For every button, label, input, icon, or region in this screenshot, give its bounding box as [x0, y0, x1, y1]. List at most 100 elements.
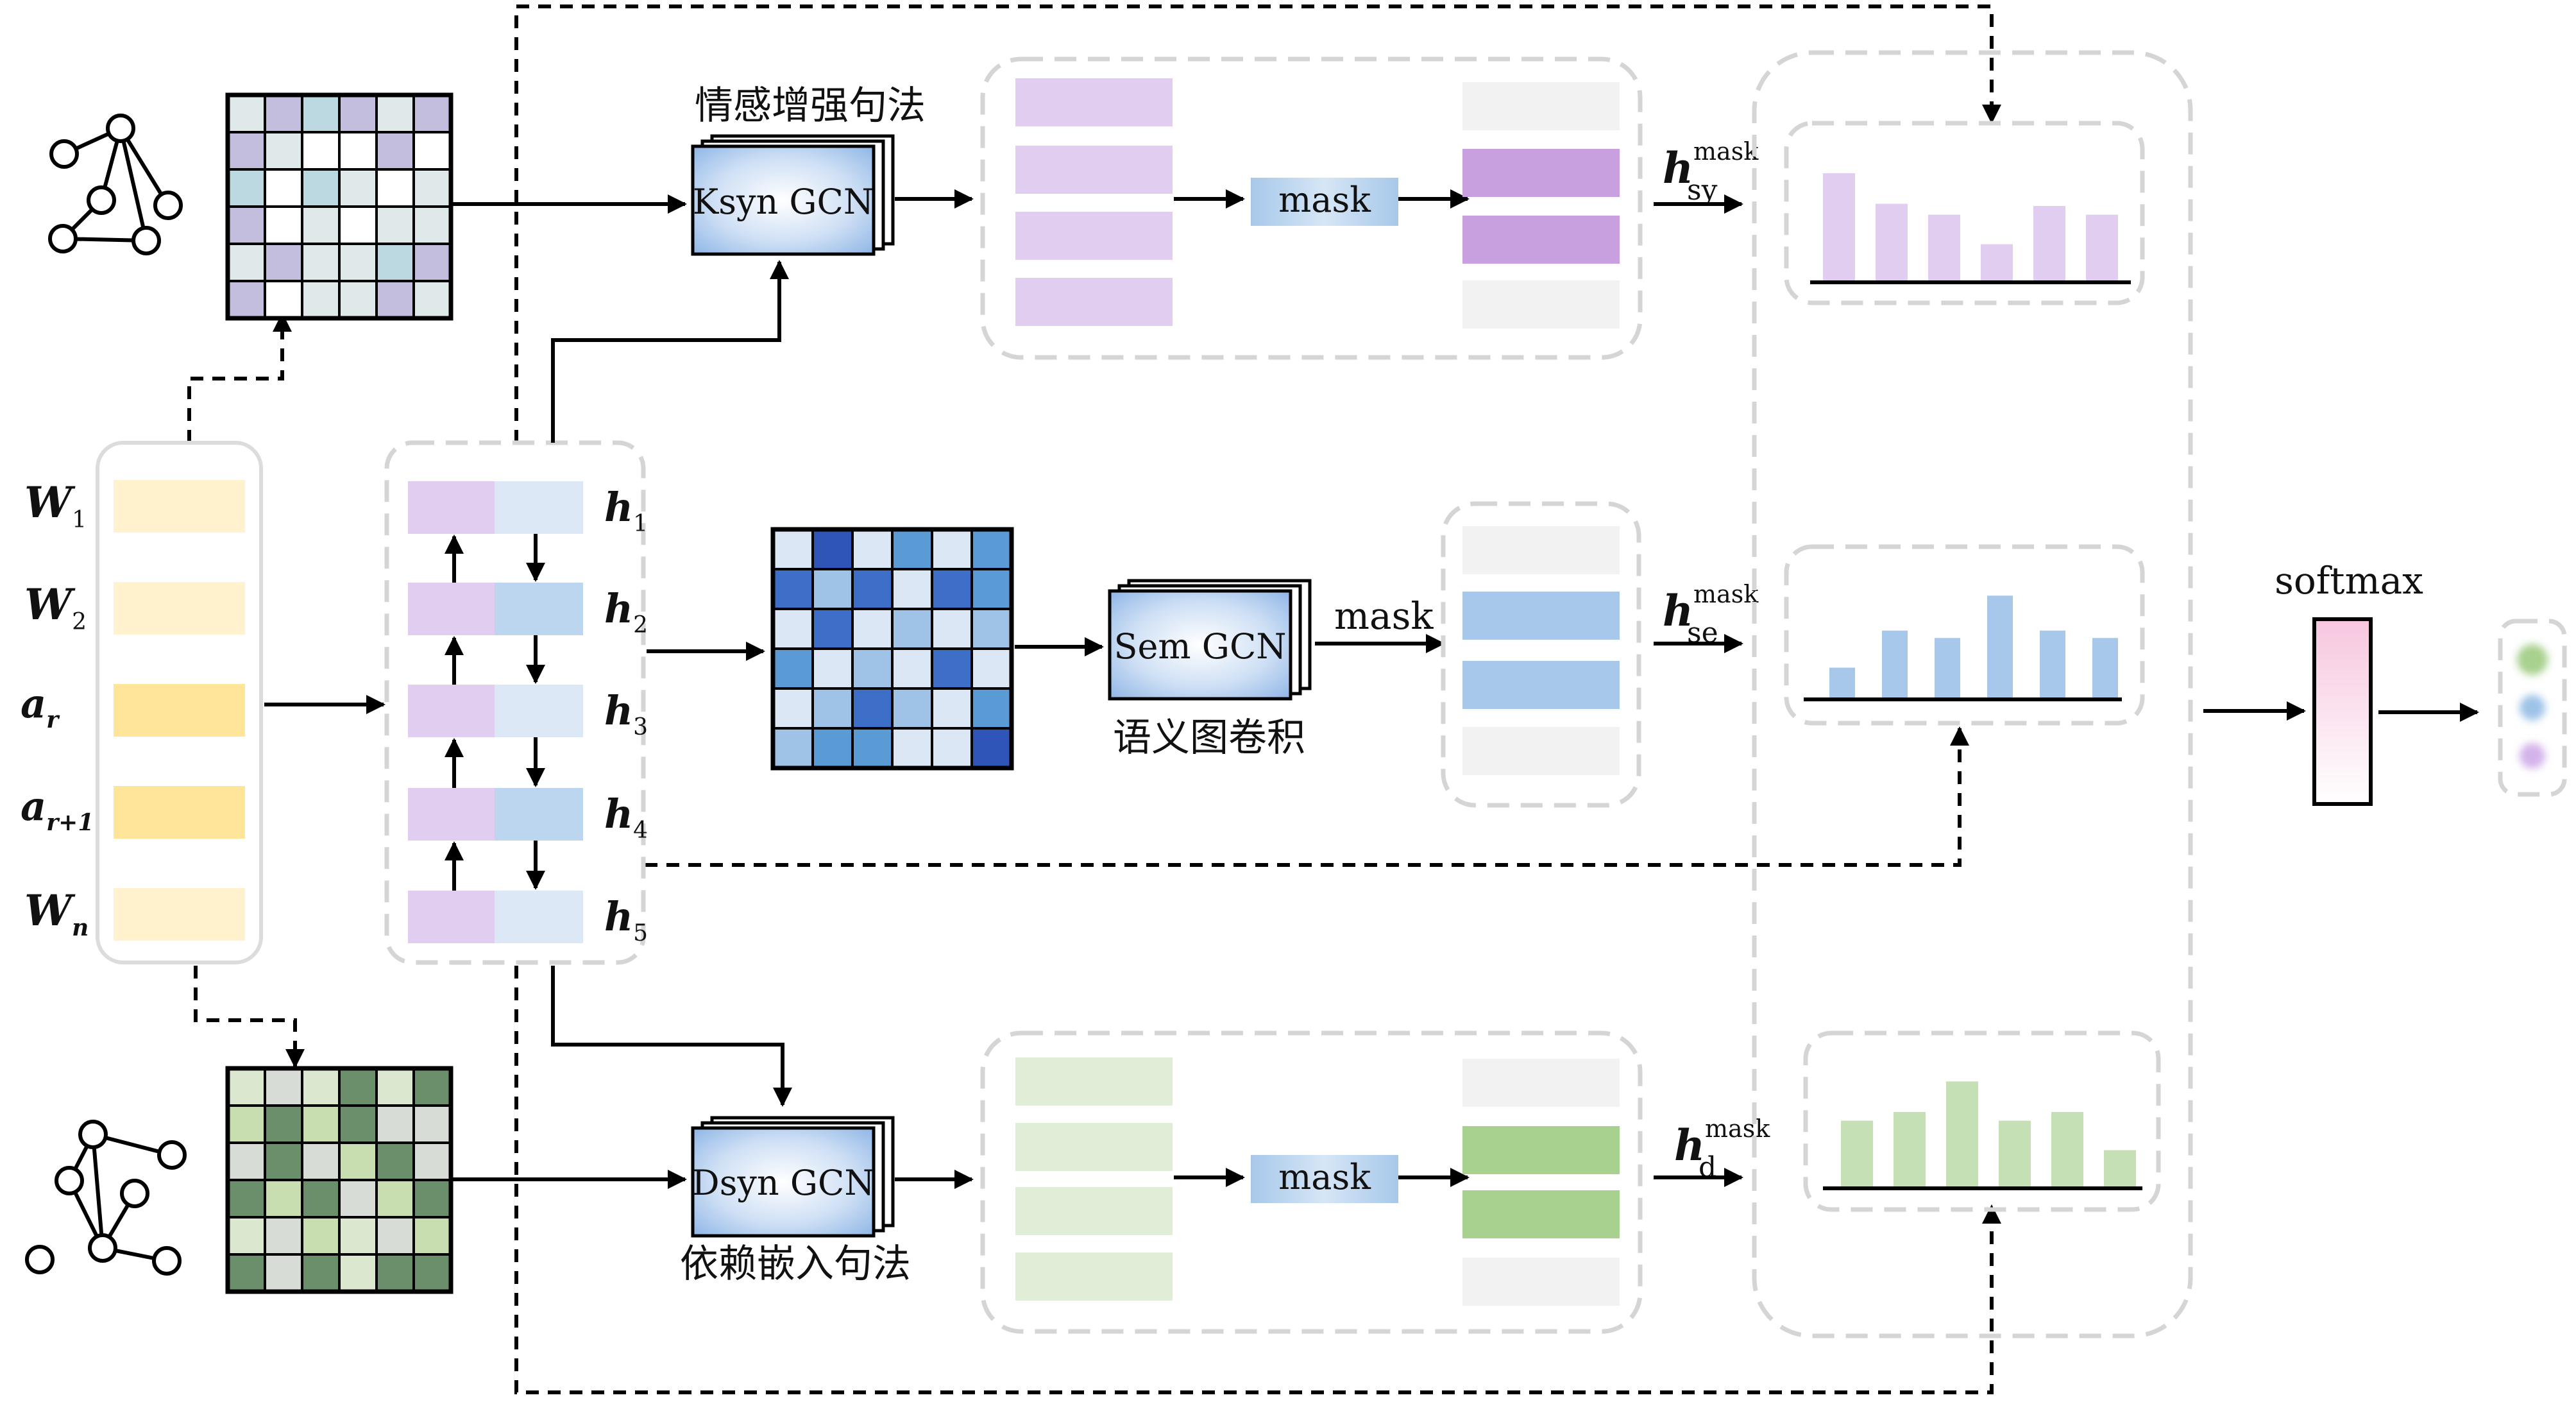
matrix-cell — [412, 131, 452, 171]
matrix-cell — [226, 1253, 266, 1293]
output-label-base: h — [1663, 143, 1693, 193]
attention-bar — [1876, 203, 1908, 282]
mid-feature-panel — [1441, 501, 1641, 808]
matrix-cell — [264, 1067, 303, 1107]
matrix-cell — [338, 131, 378, 171]
sem-gcn-label: Sem GCN — [1114, 626, 1286, 667]
svg-text:h4: h4 — [604, 791, 648, 844]
matrix-cell — [931, 568, 973, 610]
mid-branch-title: 语义图卷积 — [1113, 715, 1305, 760]
matrix-cell — [412, 280, 452, 320]
bot-masked-row — [1462, 1258, 1620, 1306]
top-feature-row — [1015, 78, 1173, 126]
dependency-adjacency-matrix — [225, 1066, 453, 1294]
matrix-cell — [338, 1104, 378, 1144]
softmax-block — [2312, 617, 2373, 806]
attention-bar — [1882, 630, 1908, 699]
svg-text:Wn: Wn — [24, 885, 89, 941]
hidden-label-base: h — [604, 893, 633, 940]
output-label-sub: sy — [1687, 174, 1718, 207]
matrix-cell — [375, 205, 415, 245]
matrix-cell — [301, 205, 341, 245]
mid-masked-row — [1462, 727, 1620, 775]
matrix-cell — [970, 608, 1013, 650]
attention-bar — [1894, 1112, 1926, 1188]
mid-masked-row — [1462, 526, 1620, 574]
matrix-cell — [264, 243, 303, 282]
matrix-cell — [338, 94, 378, 133]
input-label-base: a — [21, 783, 46, 830]
matrix-cell — [226, 94, 266, 133]
top-masked-row — [1462, 280, 1620, 329]
attention-bar — [1981, 244, 2013, 282]
attention-bar — [1999, 1120, 2031, 1188]
matrix-cell — [375, 94, 415, 133]
svg-text:ar: ar — [21, 680, 60, 733]
attention-bar — [2051, 1112, 2083, 1188]
matrix-cell — [412, 1141, 452, 1181]
top-feature-row — [1015, 212, 1173, 260]
matrix-cell — [970, 687, 1013, 730]
top-mask-box — [1251, 178, 1398, 226]
matrix-cell — [301, 1104, 341, 1144]
attention-bar — [2092, 638, 2118, 699]
matrix-cell — [931, 647, 973, 690]
svg-text:ar+1: ar+1 — [21, 783, 94, 836]
matrix-cell — [226, 205, 266, 245]
svg-text:h5: h5 — [604, 893, 648, 946]
matrix-cell — [264, 1179, 303, 1218]
matrix-cell — [891, 687, 933, 730]
hidden-row-1-right — [495, 481, 583, 534]
matrix-cell — [970, 528, 1013, 570]
matrix-cell — [338, 1067, 378, 1107]
matrix-cell — [970, 727, 1013, 769]
matrix-cell — [931, 608, 973, 650]
matrix-cell — [970, 568, 1013, 610]
matrix-cell — [811, 727, 854, 769]
input-row-w2 — [114, 582, 245, 635]
matrix-cell — [772, 608, 814, 650]
sem-gcn-block: Sem GCN — [1108, 579, 1312, 701]
ksyn-gcn-block: Ksyn GCN — [691, 134, 895, 256]
matrix-cell — [301, 243, 341, 282]
matrix-cell — [811, 687, 854, 730]
bot-feature-row — [1015, 1187, 1173, 1235]
input-label-sub: r — [46, 706, 60, 733]
matrix-cell — [264, 94, 303, 133]
matrix-cell — [412, 1067, 452, 1107]
matrix-cell — [412, 205, 452, 245]
matrix-cell — [264, 168, 303, 208]
matrix-cell — [851, 568, 894, 610]
matrix-cell — [375, 1104, 415, 1144]
output-class-dot — [2520, 695, 2545, 721]
matrix-border — [225, 92, 453, 321]
matrix-cell — [931, 687, 973, 730]
bottom-dependency-graph — [25, 1120, 187, 1276]
top-feature-panel: mask — [980, 56, 1643, 360]
matrix-cell — [338, 168, 378, 208]
matrix-cell — [375, 1179, 415, 1218]
matrix-cell — [301, 1253, 341, 1293]
matrix-cell — [772, 687, 814, 730]
svg-text:W1: W1 — [24, 477, 87, 533]
attention-bar — [1987, 595, 2013, 699]
hidden-row-1-left — [408, 481, 495, 534]
bot-attention-chart — [1803, 1030, 2161, 1212]
matrix-cell — [301, 280, 341, 320]
matrix-cell — [338, 1253, 378, 1293]
matrix-cell — [264, 1104, 303, 1144]
matrix-cell — [772, 647, 814, 690]
bot-feature-row — [1015, 1123, 1173, 1171]
hidden-labels: h1 h2 h3 h4 h5 — [604, 484, 648, 946]
matrix-cell — [375, 131, 415, 171]
matrix-cell — [264, 1216, 303, 1256]
matrix-cell — [772, 528, 814, 570]
input-label-sub: n — [72, 914, 89, 941]
bot-mask-text: mask — [1278, 1157, 1371, 1197]
input-row-ar1 — [114, 786, 245, 839]
bot-feature-panel: mask — [980, 1030, 1643, 1334]
matrix-cell — [931, 727, 973, 769]
matrix-cell — [891, 568, 933, 610]
matrix-cell — [891, 608, 933, 650]
